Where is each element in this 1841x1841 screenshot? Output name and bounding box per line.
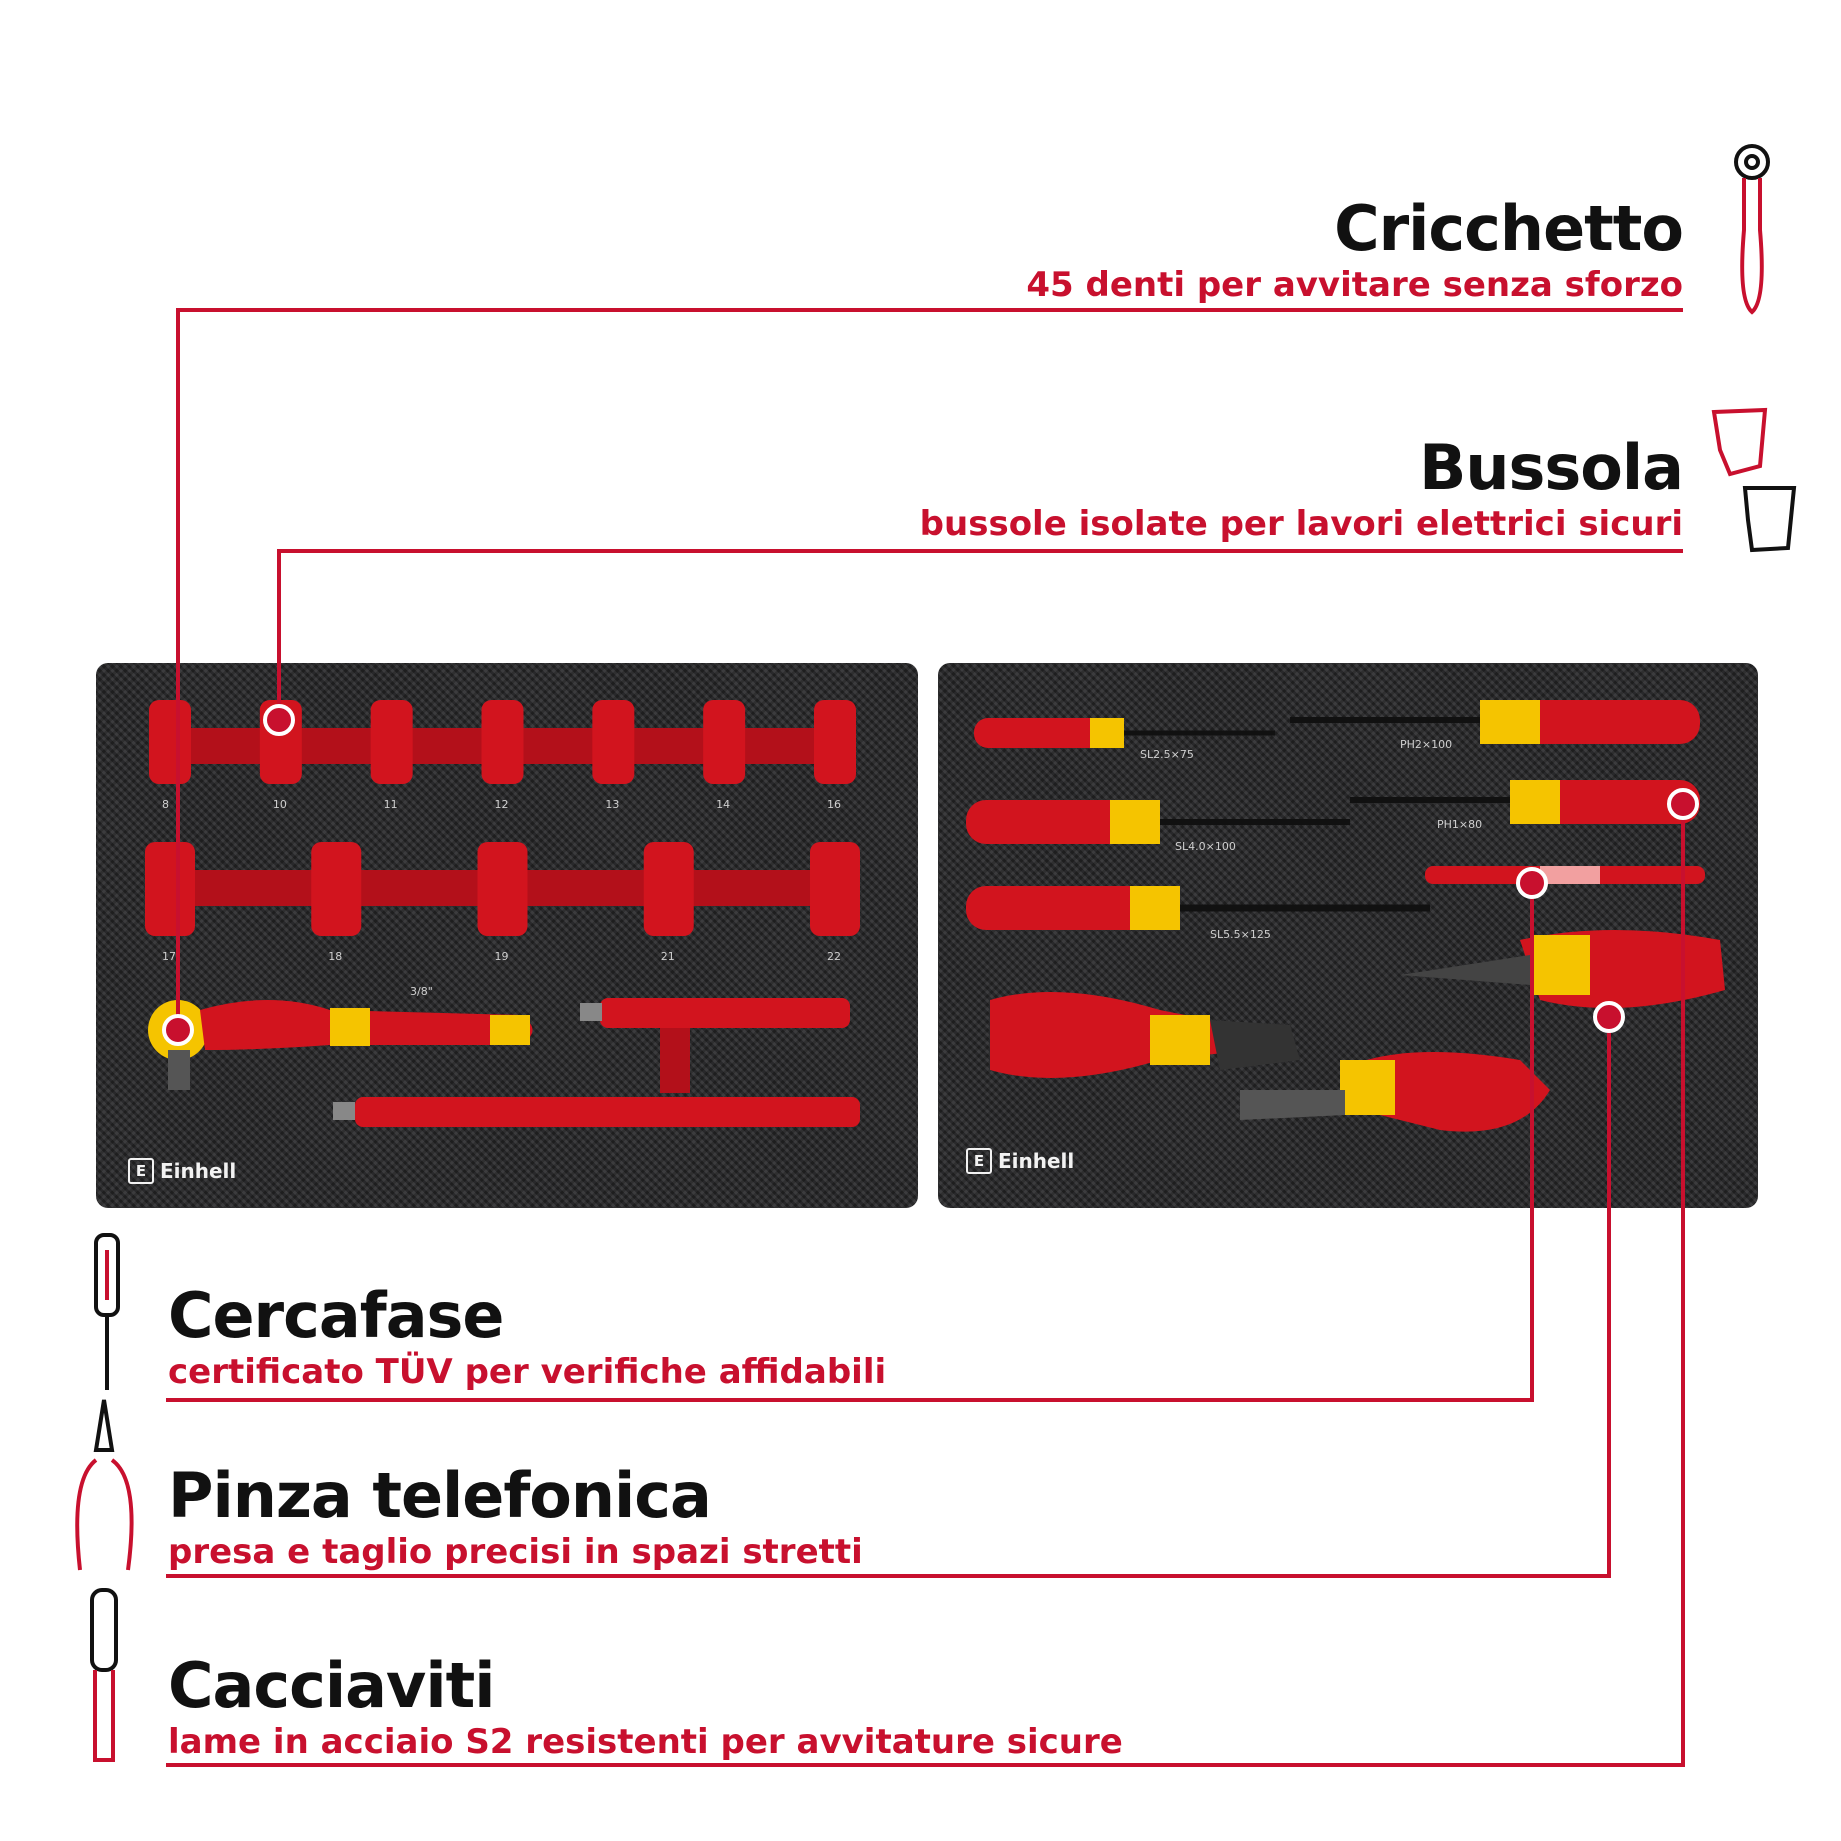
ratchet-tool [148, 1000, 533, 1090]
dot-cricchetto [162, 1014, 194, 1046]
dot-cacciaviti [1667, 788, 1699, 820]
socket [477, 842, 528, 936]
socket-icon [1711, 407, 1797, 553]
socket [810, 842, 860, 936]
screwdriver-label: SL2.5×75 [1140, 748, 1194, 761]
socket [149, 700, 191, 784]
voltage-tester-icon [94, 1233, 120, 1390]
dot-bussola [263, 704, 295, 736]
socket-size-label: 13 [605, 798, 620, 811]
screwdriver-label: SL4.0×100 [1175, 840, 1236, 853]
screwdriver-icon [90, 1588, 118, 1762]
callout-subtitle-cricchetto: 45 denti per avvitare senza sforzo [1026, 265, 1683, 305]
pliers-icon [75, 1399, 134, 1571]
callout-title-cricchetto: Cricchetto [1334, 192, 1684, 265]
callout-subtitle-cacciaviti: lame in acciaio S2 resistenti per avvita… [168, 1722, 1123, 1762]
socket [703, 700, 746, 784]
socket-size-label: 14 [716, 798, 731, 811]
line-cricchetto [176, 308, 1683, 1030]
screwdriver-label: SL5.5×125 [1210, 928, 1271, 941]
socket-size-label: 16 [827, 798, 841, 811]
socket [370, 700, 413, 784]
ratchet-icon [1734, 144, 1770, 315]
callout-title-cercafase: Cercafase [168, 1279, 504, 1352]
pliers [990, 930, 1725, 1132]
callout-title-bussola: Bussola [1419, 431, 1684, 504]
callout-subtitle-bussola: bussole isolate per lavori elettrici sic… [919, 504, 1683, 544]
socket [814, 700, 856, 784]
extension-bars [333, 998, 860, 1127]
line-cacciaviti [166, 804, 1685, 1767]
line-cercafase [166, 883, 1534, 1402]
socket-size-label: 18 [328, 950, 343, 963]
socket-size-label: 10 [272, 798, 287, 811]
drive-size-label: 3/8" [410, 985, 433, 998]
socket-size-label: 19 [494, 950, 509, 963]
screwdriver-label: PH2×100 [1400, 738, 1453, 751]
screwdrivers [966, 700, 1705, 930]
socket [643, 842, 694, 936]
line-pinza [166, 1017, 1611, 1578]
callout-dots [162, 704, 1699, 1046]
line-bussola [277, 549, 1683, 720]
socket-size-label: 21 [660, 950, 675, 963]
socket-size-label: 17 [162, 950, 176, 963]
socket [592, 700, 635, 784]
socket-size-label: 22 [827, 950, 841, 963]
callout-title-pinza: Pinza telefonica [168, 1459, 712, 1532]
screwdriver-label: PH1×80 [1437, 818, 1483, 831]
socket [311, 842, 362, 936]
callout-subtitle-cercafase: certificato TÜV per verifiche affidabili [168, 1352, 887, 1392]
socket-size-label: 8 [162, 798, 169, 811]
socket-size-label: 12 [494, 798, 509, 811]
callout-subtitle-pinza: presa e taglio precisi in spazi stretti [168, 1532, 863, 1572]
socket [481, 700, 524, 784]
callout-title-cacciaviti: Cacciaviti [168, 1649, 495, 1722]
dot-pinza [1593, 1001, 1625, 1033]
dot-cercafase [1516, 867, 1548, 899]
callout-lines [166, 308, 1685, 1767]
socket [145, 842, 195, 936]
socket-row-bottom [145, 842, 860, 936]
socket-size-label: 11 [383, 798, 398, 811]
